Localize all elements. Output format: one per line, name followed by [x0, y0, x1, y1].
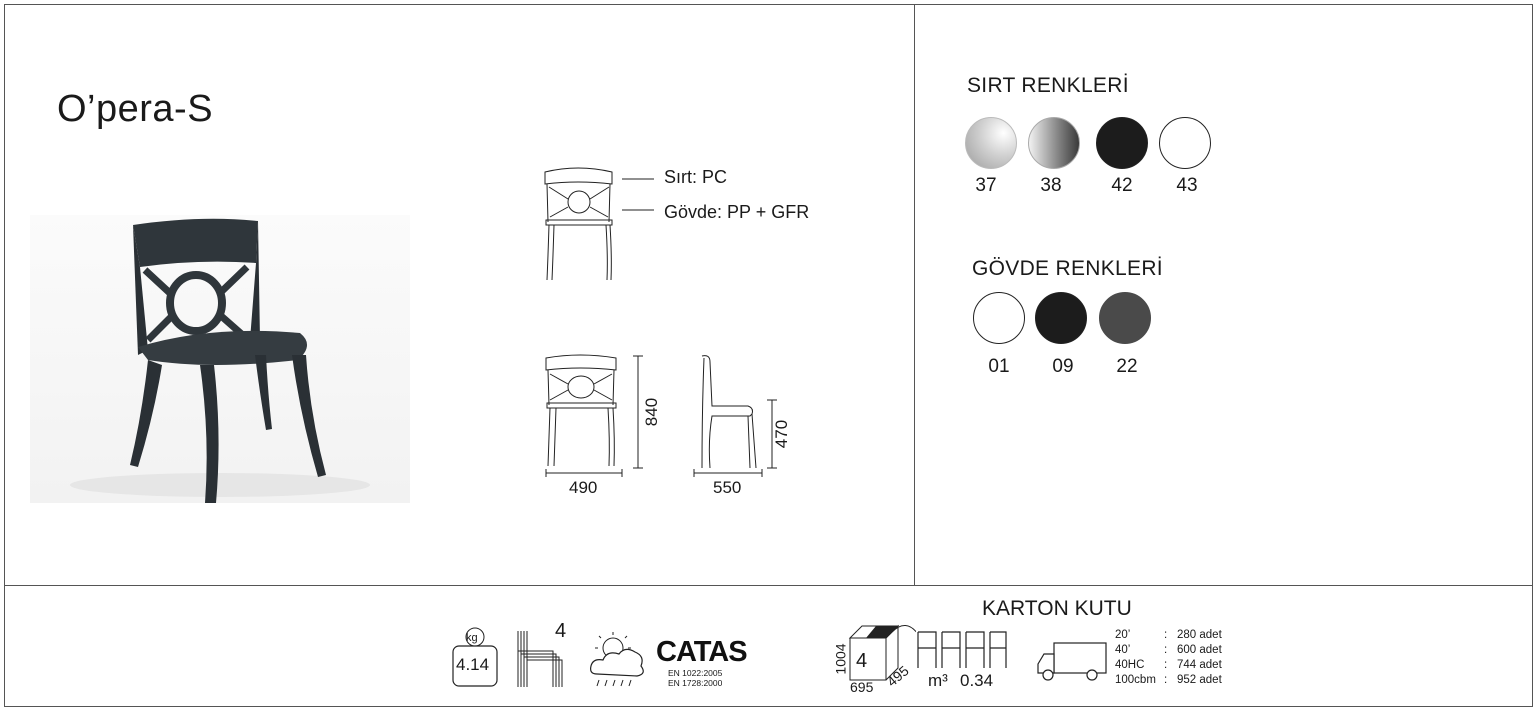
carton-heading: KARTON KUTU	[982, 597, 1132, 620]
back-color-code-42: 42	[1111, 175, 1133, 196]
truck-icon	[1037, 642, 1107, 681]
body-color-swatch-01	[973, 292, 1025, 344]
height-value: 840	[642, 397, 662, 427]
back-color-code-37: 37	[975, 175, 997, 196]
material-body-label: Gövde: PP + GFR	[664, 202, 810, 222]
weather-resistant-icon	[590, 632, 644, 687]
front-dimension-drawing-icon	[545, 354, 643, 477]
material-leader-lines	[622, 178, 654, 211]
shipping-amount-40: 600 adet	[1177, 644, 1222, 656]
carton-volume: 0.34	[960, 671, 994, 690]
seat-height-value: 470	[772, 419, 792, 449]
certification-1: EN 1022:2005	[668, 668, 723, 678]
side-depth-value: 550	[713, 478, 742, 497]
back-colors-heading: SIRT RENKLERİ	[967, 74, 1129, 97]
stack-count: 4	[555, 620, 567, 642]
weight-icon	[452, 627, 498, 687]
carton-volume-unit: m³	[928, 671, 948, 690]
certification-2: EN 1728:2000	[668, 678, 723, 688]
side-dimension-drawing-icon	[693, 355, 777, 477]
body-color-code-09: 09	[1052, 356, 1074, 377]
product-photo	[30, 215, 410, 503]
product-title: O’pera-S	[57, 88, 214, 130]
shipping-container-40hc: 40HC	[1115, 659, 1145, 671]
body-color-code-22: 22	[1116, 356, 1138, 377]
stacking-icon	[517, 631, 563, 687]
shipping-sep-100cbm: :	[1164, 674, 1168, 686]
body-colors-heading: GÖVDE RENKLERİ	[972, 257, 1163, 280]
weight-value: 4.14	[456, 655, 490, 674]
shipping-sep-20: :	[1164, 629, 1168, 641]
body-color-swatch-09	[1035, 292, 1087, 344]
carton-height: 1004	[832, 643, 849, 675]
shipping-container-100cbm: 100cbm	[1115, 674, 1156, 686]
carton-width: 695	[850, 679, 874, 695]
weight-unit: kg	[466, 632, 478, 644]
back-color-swatch-37	[965, 117, 1017, 169]
vertical-divider	[914, 4, 915, 586]
front-width-value: 490	[569, 478, 598, 497]
shipping-sep-40: :	[1164, 644, 1168, 656]
body-color-swatch-22	[1099, 292, 1151, 344]
chairs-in-carton-icon	[917, 631, 1007, 668]
material-back-label: Sırt: PC	[664, 167, 728, 187]
chair-photo-icon	[70, 218, 370, 503]
back-color-swatch-38	[1028, 117, 1080, 169]
shipping-sep-40hc: :	[1164, 659, 1168, 671]
carton-box-icon	[848, 624, 916, 681]
back-color-code-43: 43	[1176, 175, 1198, 196]
back-color-code-38: 38	[1040, 175, 1062, 196]
body-color-code-01: 01	[988, 356, 1010, 377]
shipping-amount-40hc: 744 adet	[1177, 659, 1222, 671]
catas-logo: CATAS	[656, 636, 748, 668]
page-frame	[4, 4, 1533, 707]
shipping-container-20: 20’	[1115, 629, 1131, 641]
horizontal-divider	[4, 585, 1533, 586]
back-color-swatch-43	[1159, 117, 1211, 169]
shipping-amount-100cbm: 952 adet	[1177, 674, 1222, 686]
shipping-amount-20: 280 adet	[1177, 629, 1222, 641]
carton-qty: 4	[856, 650, 868, 672]
back-color-swatch-42	[1096, 117, 1148, 169]
chair-material-diagram-icon	[544, 167, 613, 281]
shipping-container-40: 40’	[1115, 644, 1131, 656]
